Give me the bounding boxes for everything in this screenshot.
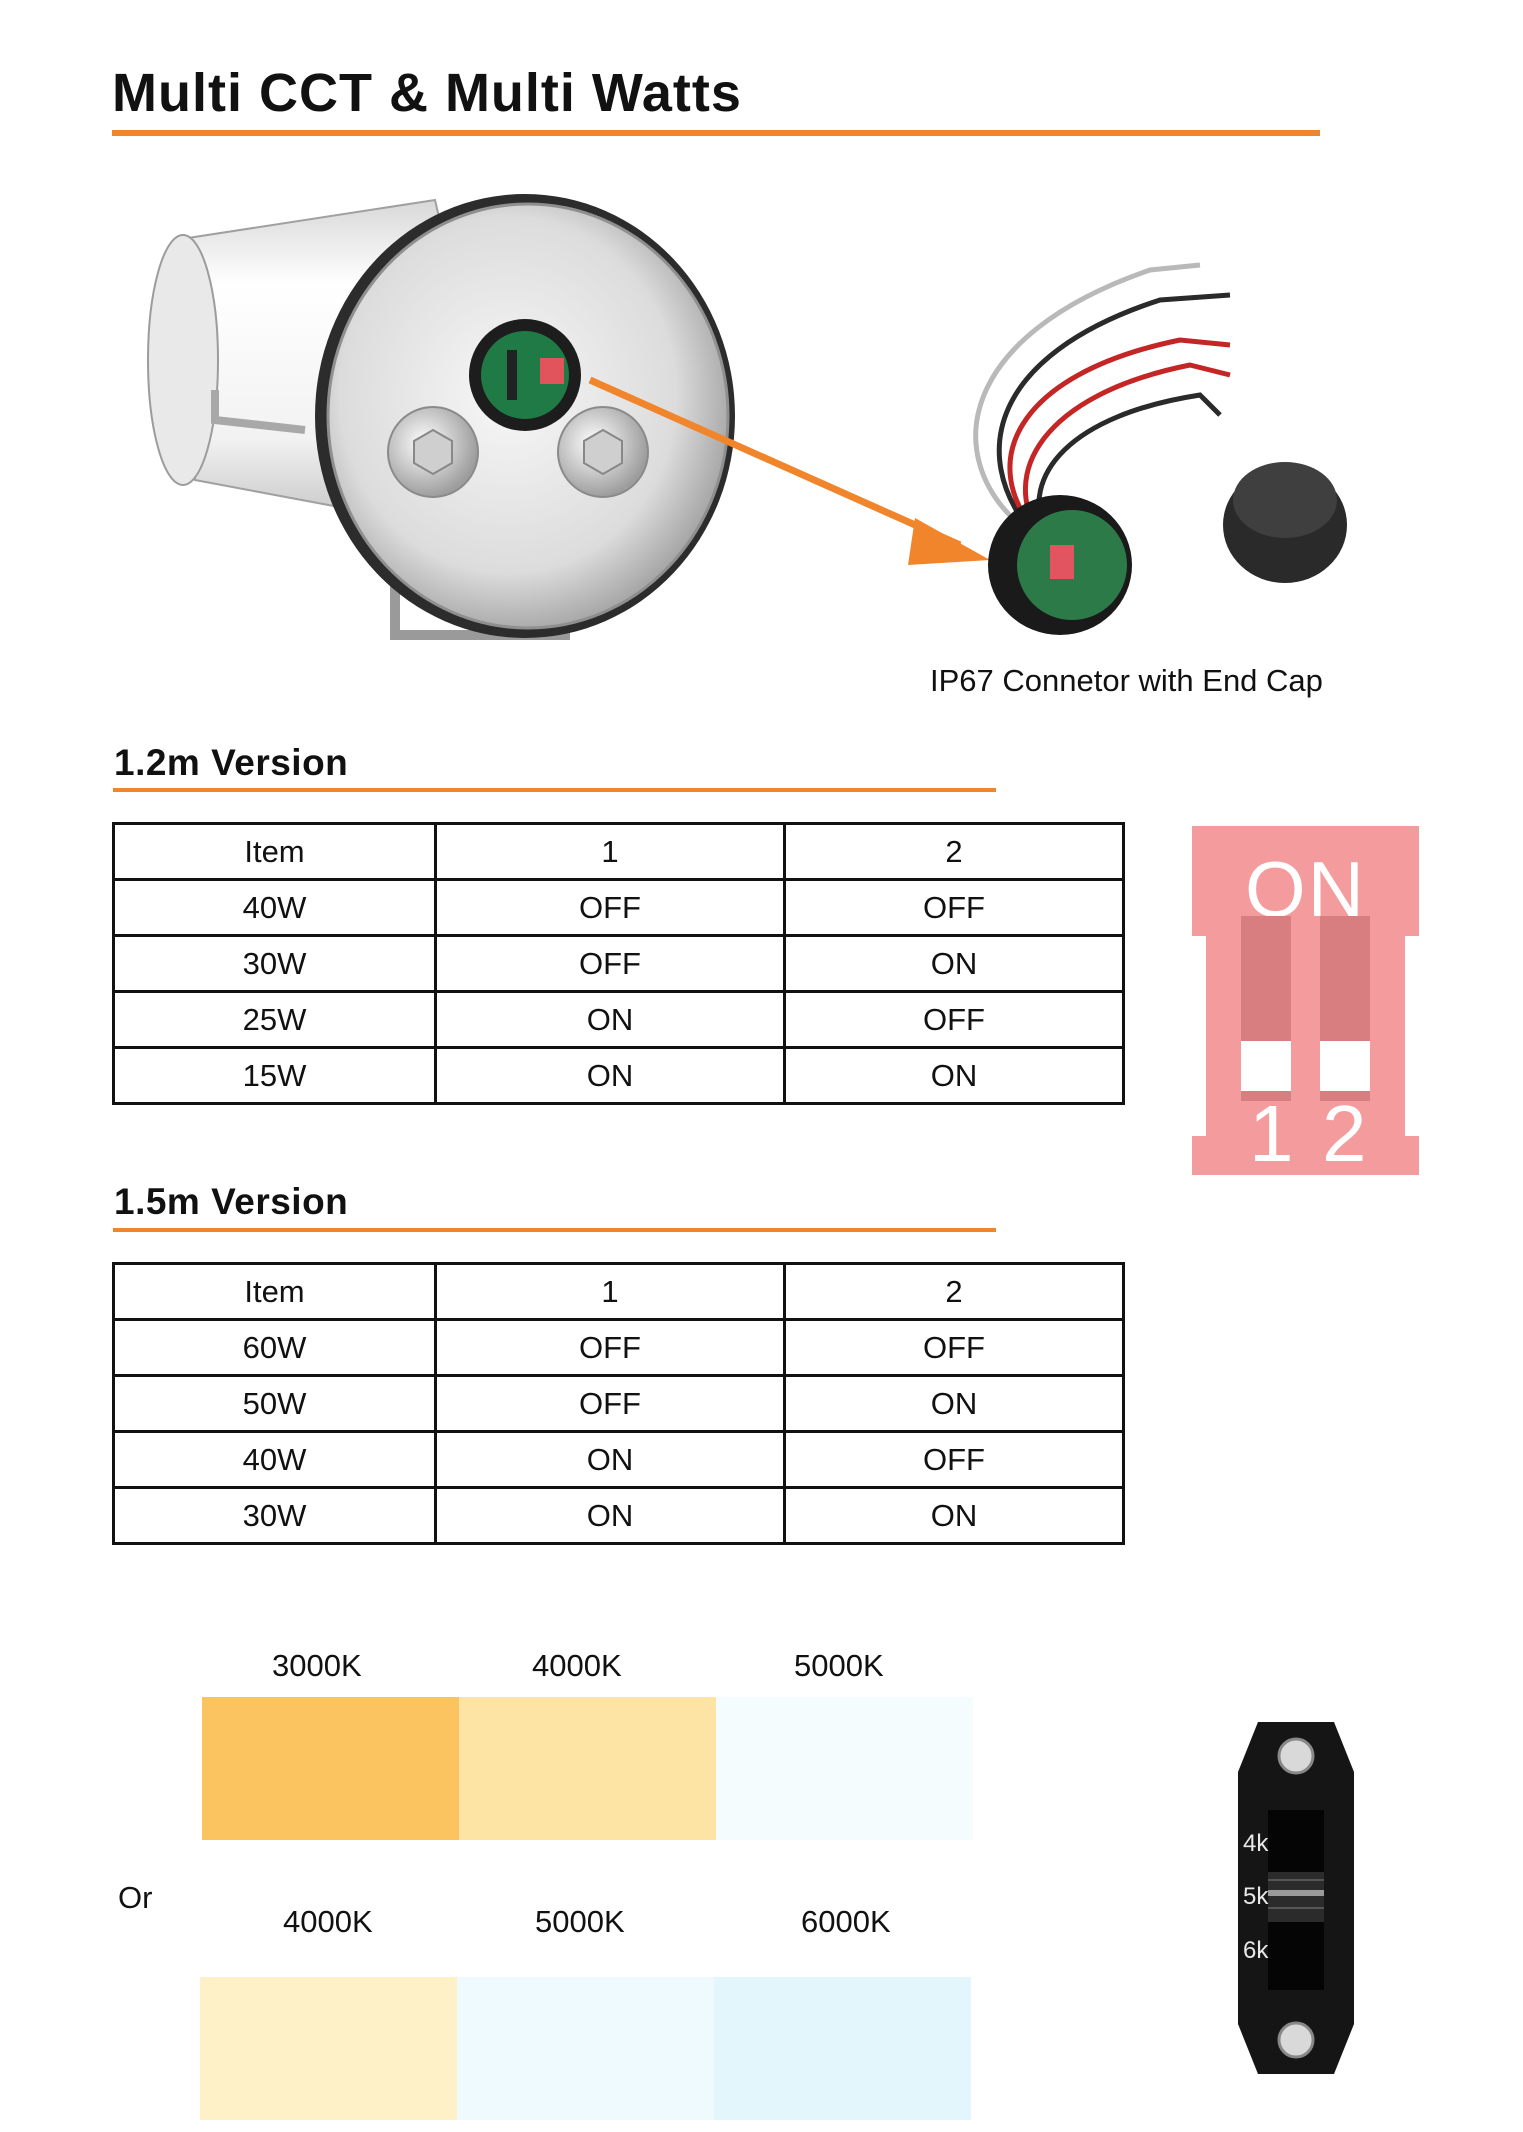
table-cell: ON	[434, 1486, 786, 1545]
table-row: 15W ON ON	[112, 1046, 1125, 1105]
table-row: 40W OFF OFF	[112, 878, 1125, 937]
table-cell: OFF	[434, 1318, 786, 1377]
table-header-cell: 2	[783, 1262, 1125, 1321]
cct-swatch	[200, 1977, 457, 2120]
cct-swatch	[202, 1697, 459, 1840]
table-cell: OFF	[434, 878, 786, 937]
cct-swatch	[457, 1977, 714, 2120]
dip-on-label: ON	[1245, 845, 1366, 933]
dip-notch	[1192, 936, 1206, 1136]
table-header-cell: 1	[434, 1262, 786, 1321]
table-cell: ON	[434, 1430, 786, 1489]
table-cell: ON	[783, 1046, 1125, 1105]
tube-light-image	[147, 194, 735, 640]
cct-label: 4000K	[532, 1648, 622, 1683]
table-cell: 15W	[112, 1046, 437, 1105]
table-cell: ON	[434, 1046, 786, 1105]
table-cell: 60W	[112, 1318, 437, 1377]
table-row: 50W OFF ON	[112, 1374, 1125, 1433]
section-divider	[113, 1228, 996, 1232]
table-cell: ON	[783, 1486, 1125, 1545]
table-cell: OFF	[783, 878, 1125, 937]
table-header-cell: 2	[783, 822, 1125, 881]
table-cell: ON	[783, 934, 1125, 993]
table-header-cell: Item	[112, 1262, 437, 1321]
dip-knob-2	[1320, 1041, 1370, 1091]
table-header-cell: 1	[434, 822, 786, 881]
table-cell: 50W	[112, 1374, 437, 1433]
dip-number-1: 1	[1249, 1089, 1294, 1178]
cct-selector-switch-image	[1238, 1722, 1354, 2074]
dip-notch	[1405, 936, 1419, 1136]
cct-label: 5000K	[794, 1648, 884, 1683]
pointer-arrow-icon	[588, 376, 990, 565]
page-title: Multi CCT & Multi Watts	[112, 63, 742, 123]
dip-switch-image: ON 1 2	[1192, 826, 1419, 1178]
table-cell: OFF	[434, 934, 786, 993]
dip-number-2: 2	[1322, 1089, 1367, 1178]
table-header-row: Item 1 2	[112, 822, 1125, 881]
cct-label: 3000K	[272, 1648, 362, 1683]
cct-selector-label: 5k	[1243, 1883, 1269, 1910]
connector-caption: IP67 Connetor with End Cap	[930, 663, 1323, 698]
cct-swatch	[459, 1697, 716, 1840]
cct-swatch	[716, 1697, 973, 1840]
table-cell: OFF	[783, 990, 1125, 1049]
table-cell: ON	[783, 1374, 1125, 1433]
cct-label: 6000K	[801, 1904, 891, 1939]
table-cell: 30W	[112, 1486, 437, 1545]
table-cell: OFF	[434, 1374, 786, 1433]
table-cell: OFF	[783, 1318, 1125, 1377]
table-cell: ON	[434, 990, 786, 1049]
table-row: 40W ON OFF	[112, 1430, 1125, 1489]
cct-selector-label: 4k	[1243, 1830, 1269, 1857]
cct-swatch	[714, 1977, 971, 2120]
table-cell: 30W	[112, 934, 437, 993]
cct-selector-label: 6k	[1243, 1937, 1269, 1964]
table-header-row: Item 1 2	[112, 1262, 1125, 1321]
table-header-cell: Item	[112, 822, 437, 881]
table-cell: 40W	[112, 1430, 437, 1489]
dip-knob-1	[1241, 1041, 1291, 1091]
table-row: 60W OFF OFF	[112, 1318, 1125, 1377]
table-cell: 25W	[112, 990, 437, 1049]
table-cell: 40W	[112, 878, 437, 937]
section-divider	[113, 788, 996, 792]
watt-table-1-5m: Item 1 2 60W OFF OFF 50W OFF ON 40W ON O…	[112, 1262, 1125, 1545]
table-row: 30W OFF ON	[112, 934, 1125, 993]
table-cell: OFF	[783, 1430, 1125, 1489]
section-title-1-2m: 1.2m Version	[114, 742, 349, 783]
section-title-1-5m: 1.5m Version	[114, 1181, 349, 1222]
title-divider	[112, 130, 1320, 136]
cct-label: 4000K	[283, 1904, 373, 1939]
table-row: 30W ON ON	[112, 1486, 1125, 1545]
or-label: Or	[118, 1880, 153, 1915]
ip67-connector-image	[973, 262, 1347, 635]
cct-label: 5000K	[535, 1904, 625, 1939]
watt-table-1-2m: Item 1 2 40W OFF OFF 30W OFF ON 25W ON O…	[112, 822, 1125, 1105]
table-row: 25W ON OFF	[112, 990, 1125, 1049]
